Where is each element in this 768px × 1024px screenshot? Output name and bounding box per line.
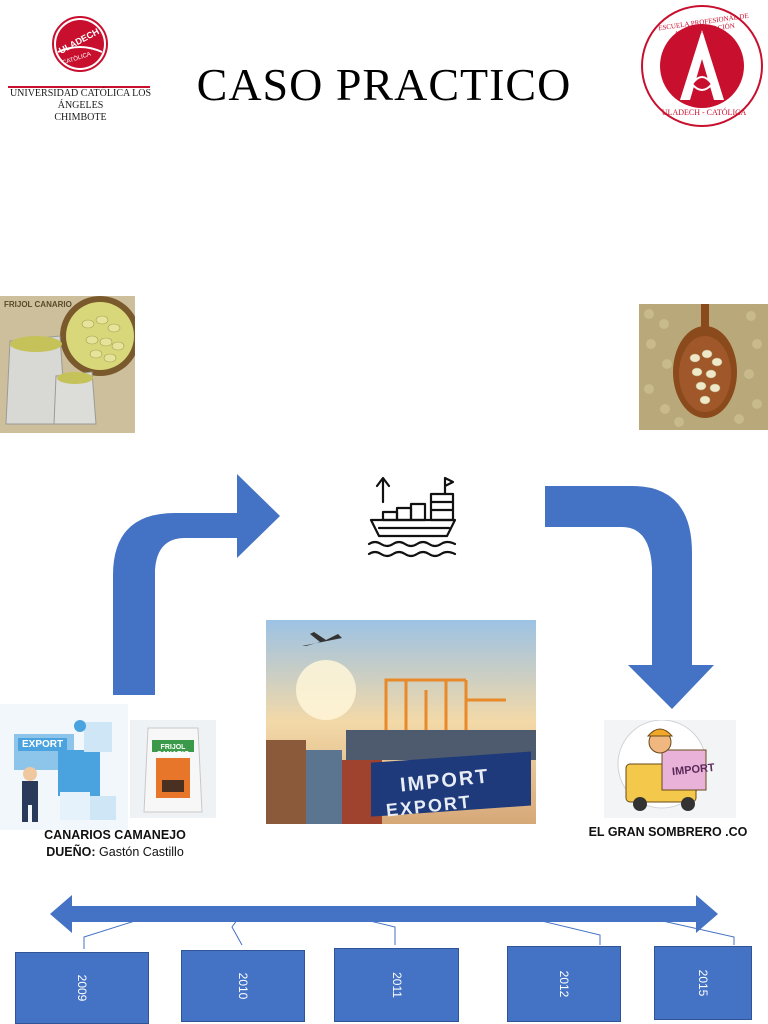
- owner-label: DUEÑO:: [46, 845, 96, 859]
- year-box-2012: 2012: [507, 946, 621, 1022]
- year-label-2012: 2012: [557, 970, 571, 998]
- beans-spoon-image: [639, 304, 768, 430]
- year-box-2015: 2015: [654, 946, 752, 1020]
- import-flow-arrow: [542, 483, 717, 713]
- university-name: UNIVERSIDAD CATÓLICA LOS ÁNGELES CHIMBOT…: [8, 88, 153, 124]
- uladech-logo: [50, 12, 110, 82]
- beans-left-label: FRIJOL CANARIO: [4, 300, 72, 309]
- logo-underline: [8, 86, 150, 88]
- export-flow-arrow: [105, 470, 285, 700]
- year-label-2011: 2011: [389, 972, 404, 998]
- university-line1: UNIVERSIDAD CATÓLICA LOS ÁNGELES: [9, 88, 152, 111]
- exporter-caption: CANARIOS CAMANEJO DUEÑO: Gastón Castillo: [30, 827, 200, 861]
- seal-ring-bottom-text: ULADECH - CATÓLICA: [661, 108, 747, 117]
- year-label-2009: 2009: [75, 974, 89, 1002]
- canary-beans-bags-image: [0, 296, 135, 433]
- product-bag-label: FRIJOL CANARIO: [156, 744, 190, 758]
- exporter-owner: DUEÑO: Gastón Castillo: [30, 844, 200, 861]
- exporter-name: CANARIOS CAMANEJO: [44, 828, 186, 842]
- import-truck-illustration: [604, 720, 736, 818]
- export-tag: EXPORT: [18, 738, 68, 751]
- product-bag-image: [130, 720, 216, 818]
- cargo-ship-icon: [367, 472, 459, 562]
- export-illustration: [0, 704, 128, 830]
- year-label-2015: 2015: [696, 969, 710, 997]
- timeline-connectors: [0, 905, 768, 955]
- port-import-export-photo: [266, 620, 536, 824]
- year-label-2010: 2010: [236, 972, 250, 1000]
- year-box-2011: 2011: [334, 948, 459, 1022]
- year-box-2010: 2010: [181, 950, 305, 1022]
- owner-name: Gastón Castillo: [99, 845, 184, 859]
- page-title: CASO PRACTICO: [196, 59, 572, 110]
- university-line2: CHIMBOTE: [54, 112, 107, 123]
- year-box-2009: 2009: [15, 952, 149, 1024]
- timeline-arrow: [48, 893, 720, 935]
- importer-name: EL GRAN SOMBRERO .CO: [588, 825, 748, 839]
- school-seal-logo: [640, 4, 764, 128]
